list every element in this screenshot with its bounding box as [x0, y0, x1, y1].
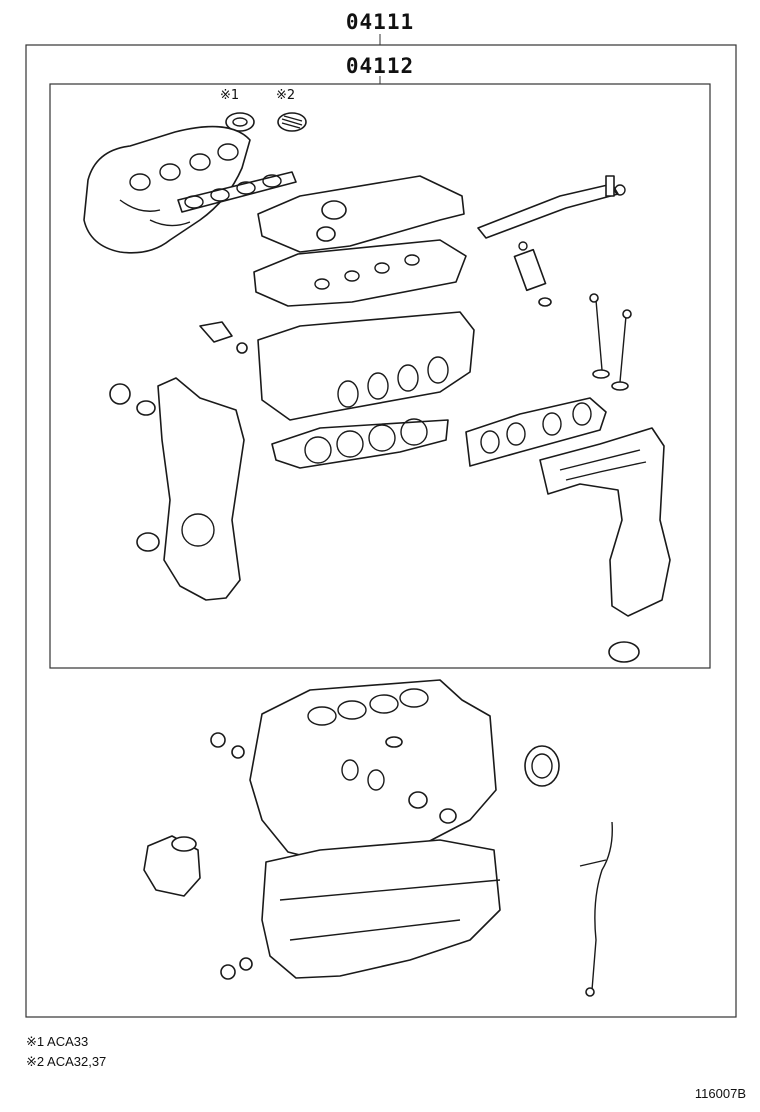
block-plug-parts [210, 732, 457, 980]
cylinder-head-part [257, 311, 475, 421]
applicability-mark-1: ※1 [220, 88, 240, 103]
rear-oil-seal-part [524, 745, 560, 787]
fuel-injector-part [513, 241, 552, 307]
fuel-rail-part [477, 175, 626, 239]
drawing-number: 116007B [694, 1086, 746, 1101]
cylinder-head-gasket-part [271, 418, 449, 469]
oil-pan-part [261, 839, 501, 979]
applicability-mark-2: ※2 [276, 88, 296, 103]
outer-kit-frame [25, 44, 737, 1018]
inner-kit-callout: 04112 [345, 54, 415, 78]
seal-mark1-part [225, 112, 255, 132]
exhaust-manifold-part [539, 427, 671, 663]
footnote-1: ※1 ACA33 [26, 1034, 89, 1049]
intake-manifold-gasket-part [177, 171, 297, 213]
footnote-2: ※2 ACA32,37 [26, 1054, 107, 1069]
exhaust-manifold-gasket-part [465, 397, 607, 467]
valve-part [589, 293, 632, 391]
seal-mark2-part [277, 112, 307, 132]
timing-chain-cover-part [109, 377, 245, 601]
sensor-part [199, 321, 248, 354]
water-pump-part [143, 835, 201, 897]
cylinder-block-part [249, 679, 497, 861]
valve-cover-gasket-part [253, 239, 467, 307]
valve-cover-part [257, 175, 465, 253]
outer-kit-callout: 04111 [345, 10, 415, 34]
oil-level-gauge-guide-part [579, 821, 613, 997]
